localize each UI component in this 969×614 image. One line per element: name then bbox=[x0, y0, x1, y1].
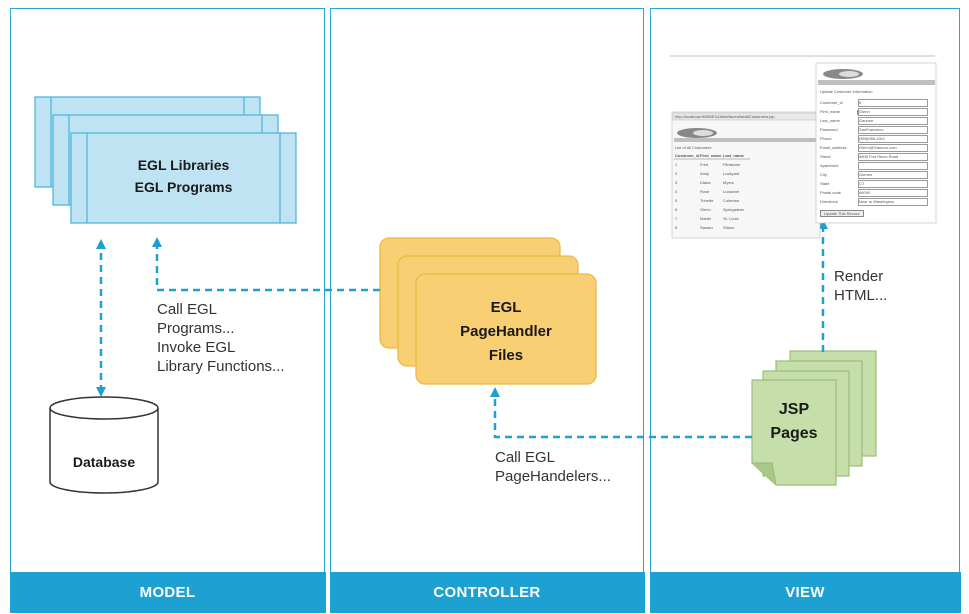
form-field-label: Customer_id bbox=[820, 100, 843, 105]
database-cylinder bbox=[49, 396, 159, 494]
list-cell[interactable]: Ludowne bbox=[723, 189, 740, 194]
screenshot-list-window bbox=[671, 111, 821, 239]
egl-libraries-label: EGL Libraries EGL Programs bbox=[87, 154, 280, 198]
form-field-label: Street bbox=[820, 154, 831, 159]
form-field-input[interactable]: Gurnee bbox=[858, 171, 928, 179]
list-cell: 5 bbox=[675, 198, 678, 203]
call-label-line: Programs... bbox=[157, 320, 235, 337]
list-cell[interactable]: Stiano bbox=[723, 225, 735, 230]
list-cell: 1 bbox=[675, 162, 678, 167]
form-field-label: State bbox=[820, 181, 830, 186]
header-cell: Customer_id bbox=[675, 153, 700, 158]
form-field-label: Password bbox=[820, 127, 838, 132]
form-field-label: Phone bbox=[820, 136, 832, 141]
controller-panel-label: CONTROLLER bbox=[329, 571, 645, 613]
database-label: Database bbox=[72, 454, 136, 470]
list-cell[interactable]: Flintstone bbox=[723, 162, 741, 167]
egl-libraries-stack bbox=[34, 96, 297, 224]
form-field-label: Email_address bbox=[820, 145, 847, 150]
call-label-line: Call EGL bbox=[495, 449, 556, 466]
list-cell: Trinette bbox=[700, 198, 714, 203]
form-field-label: City bbox=[820, 172, 827, 177]
jsp-pages-label: JSP Pages bbox=[752, 398, 836, 446]
form-field-input[interactable]: Glenn bbox=[858, 108, 928, 116]
list-cell[interactable]: St. Louis bbox=[723, 216, 739, 221]
list-cell: Fred bbox=[700, 162, 709, 167]
form-field-label: First_name bbox=[820, 109, 841, 114]
pagehandler-line: PageHandler bbox=[460, 323, 552, 340]
pagehandler-label: EGL PageHandler Files bbox=[416, 296, 596, 368]
form-field-input[interactable]: CT bbox=[858, 180, 928, 188]
pagehandler-stack bbox=[379, 237, 597, 385]
model-panel-label: MODEL bbox=[9, 571, 326, 613]
screenshot-update-button[interactable]: Update This Record bbox=[820, 210, 864, 217]
controller-to-model-arrow bbox=[152, 237, 380, 292]
list-cell[interactable]: Springsteen bbox=[723, 207, 745, 212]
list-cell: Diana bbox=[700, 180, 711, 185]
render-label-line: HTML... bbox=[834, 287, 888, 304]
form-field-input[interactable]: Glenn@Gannon.com bbox=[858, 144, 928, 152]
call-egl-programs-label: Call EGL Programs... Invoke EGL Library … bbox=[157, 300, 285, 376]
list-cell: 4 bbox=[675, 189, 678, 194]
list-cell: 7 bbox=[675, 216, 678, 221]
form-field-label: Postal code bbox=[820, 190, 841, 195]
form-field-label: Last_name bbox=[820, 118, 840, 123]
list-cell[interactable]: Coleman bbox=[723, 198, 740, 203]
form-field-label: Apartment bbox=[820, 163, 839, 168]
list-cell: 8 bbox=[675, 225, 678, 230]
list-cell: Martin bbox=[700, 216, 712, 221]
call-label-line: Call EGL bbox=[157, 301, 218, 318]
connector-arrows bbox=[96, 219, 828, 439]
form-field-input[interactable]: 6 bbox=[858, 99, 928, 107]
view-to-controller-arrow bbox=[490, 387, 752, 439]
list-cell[interactable]: Myers bbox=[723, 180, 734, 185]
jsp-line: Pages bbox=[770, 425, 818, 442]
render-html-label: Render HTML... bbox=[834, 267, 887, 305]
form-field-input[interactable]: 06090 bbox=[858, 189, 928, 197]
call-label-line: PageHandelers... bbox=[495, 468, 611, 485]
form-field-input[interactable] bbox=[858, 162, 928, 170]
form-field-label: Directions bbox=[820, 199, 838, 204]
form-field-input[interactable]: (555)555-4311 bbox=[858, 135, 928, 143]
list-cell: Rose bbox=[700, 189, 710, 194]
form-field-input[interactable]: Gannon bbox=[858, 117, 928, 125]
jsp-line: JSP bbox=[778, 401, 810, 418]
screenshot-list-title: List of All Customers bbox=[675, 145, 712, 150]
form-field-input[interactable]: Near to Washington bbox=[858, 198, 928, 206]
form-field-input[interactable]: 5808 Fort Rines Road bbox=[858, 153, 928, 161]
header-cell: Last_name bbox=[723, 153, 744, 158]
call-pagehandlers-label: Call EGL PageHandelers... bbox=[495, 448, 611, 486]
list-cell: Andy bbox=[700, 171, 710, 176]
call-label-line: Invoke EGL bbox=[157, 339, 236, 356]
list-cell: 2 bbox=[675, 171, 678, 176]
list-cell: 3 bbox=[675, 180, 678, 185]
list-cell: Sanam bbox=[700, 225, 713, 230]
form-field-input[interactable]: SanFrancisco bbox=[858, 126, 928, 134]
jsp-pages-stack bbox=[751, 350, 877, 486]
screenshot-address-bar: http://localhost:9080/EGLWeb/faces/listA… bbox=[675, 114, 775, 119]
screenshot-form-title: Update Customer Information bbox=[820, 89, 873, 94]
list-cell: Glenn bbox=[700, 207, 711, 212]
header-cell: First_name bbox=[700, 153, 722, 158]
egl-libraries-line: EGL Libraries bbox=[137, 157, 230, 173]
pagehandler-line: Files bbox=[488, 347, 524, 364]
egl-programs-line: EGL Programs bbox=[134, 179, 233, 195]
view-panel-label: VIEW bbox=[649, 571, 961, 613]
pagehandler-line: EGL bbox=[490, 299, 522, 316]
list-cell[interactable]: Lockyard bbox=[723, 171, 740, 176]
call-label-line: Library Functions... bbox=[157, 358, 285, 375]
list-cell: 6 bbox=[675, 207, 678, 212]
render-label-line: Render bbox=[834, 268, 884, 285]
